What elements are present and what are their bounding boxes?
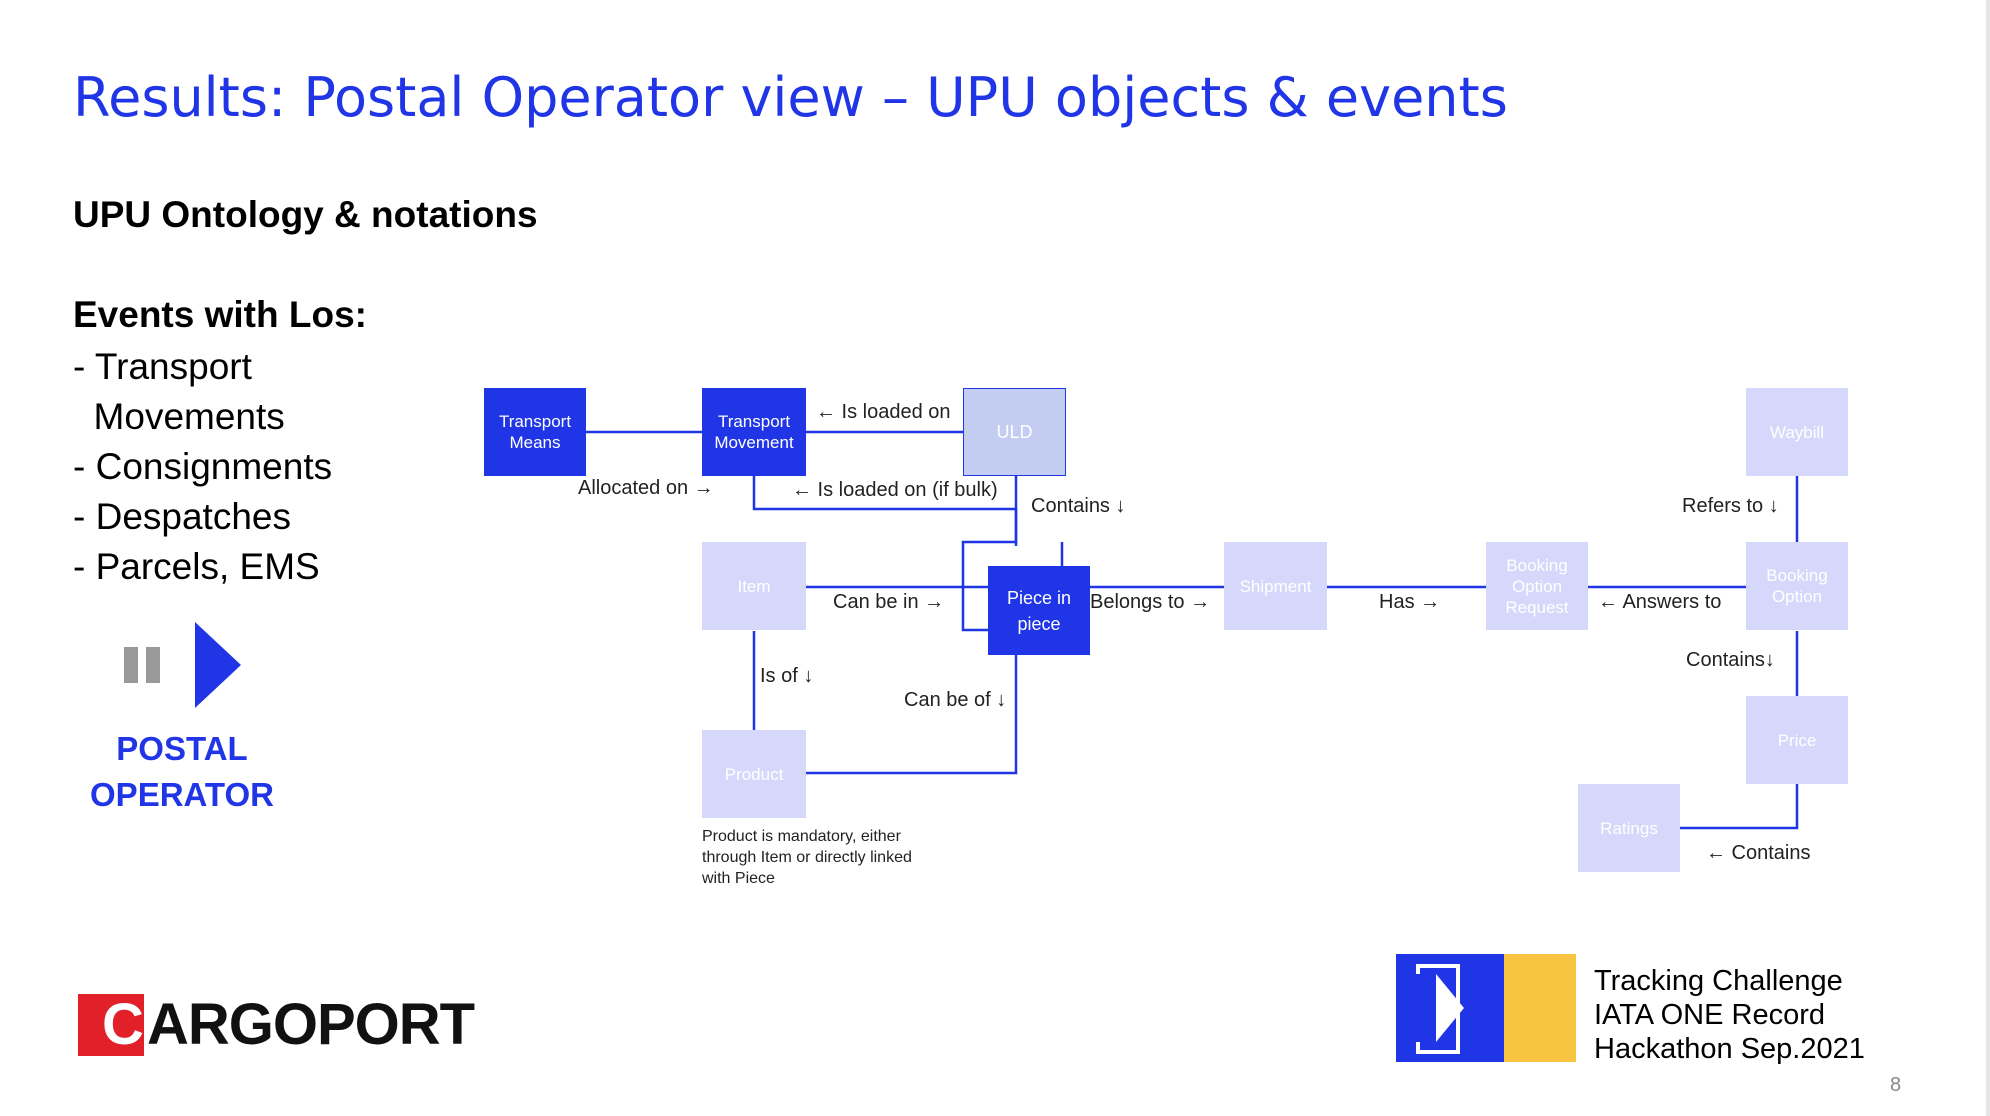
node-booking-option: Booking Option: [1746, 542, 1848, 630]
right-edge-strip: [1986, 0, 1990, 1116]
edge-label-belongs-to: Belongs to →: [1090, 591, 1211, 613]
edge-label-allocated-on: Allocated on →: [578, 477, 714, 499]
pause-play-icon: [124, 622, 241, 708]
event-item: - Parcels, EMS: [73, 546, 320, 587]
edge-label-is-loaded-on-bulk: ← Is loaded on (if bulk): [792, 479, 998, 501]
hackathon-logo: [1396, 954, 1576, 1062]
edge-label-is-loaded-on: ← Is loaded on: [816, 401, 951, 423]
cargoport-logo: C ARGOPORT: [78, 990, 475, 1060]
node-product: Product: [702, 730, 806, 818]
slide-title: Results: Postal Operator view – UPU obje…: [73, 66, 1508, 129]
edge-label-can-be-in: Can be in →: [833, 591, 945, 613]
edge-label-answers-to: ← Answers to: [1598, 591, 1722, 613]
node-price: Price: [1746, 696, 1848, 784]
event-item: - Despatches: [73, 496, 291, 537]
event-item: - Consignments: [73, 446, 333, 487]
slide-subtitle: UPU Ontology & notations: [73, 194, 538, 235]
hackathon-caption: Tracking Challenge IATA ONE Record Hacka…: [1594, 965, 1865, 1065]
edge-label-has: Has →: [1379, 591, 1441, 613]
events-heading: Events with Los:: [73, 294, 367, 335]
connector-product-piece: [806, 655, 1018, 775]
node-waybill: Waybill: [1746, 388, 1848, 476]
event-item: Movements: [73, 396, 285, 437]
product-note: Product is mandatory, either through Ite…: [702, 828, 912, 887]
cargoport-logo-wordmark: ARGOPORT: [147, 992, 475, 1057]
node-item: Item: [702, 542, 806, 630]
cargoport-logo-red-box: [78, 994, 144, 1056]
node-transport-movement: Transport Movement: [702, 388, 806, 476]
edge-label-is-of: Is of ↓: [760, 665, 814, 687]
event-item: - Transport: [73, 346, 252, 387]
connector-uld-piece: [961, 476, 1018, 632]
edge-label-contains-uld: Contains ↓: [1031, 495, 1126, 517]
node-ratings: Ratings: [1578, 784, 1680, 872]
postal-operator-label: POSTAL OPERATOR: [90, 730, 274, 813]
node-piece-in-piece: Piece in piece: [988, 566, 1090, 655]
node-uld: ULD: [963, 388, 1066, 476]
cargoport-logo-first-letter: C: [102, 992, 144, 1057]
edge-label-can-be-of: Can be of ↓: [904, 689, 1007, 711]
edge-label-contains-price: Contains↓: [1686, 649, 1775, 671]
edge-label-contains-ratings: ← Contains: [1706, 842, 1811, 864]
event-list: - Transport Movements - Consignments - D…: [73, 342, 332, 592]
edge-label-refers-to: Refers to ↓: [1682, 495, 1779, 517]
connector-price-ratings: [1680, 784, 1799, 830]
page-number: 8: [1890, 1074, 1902, 1096]
node-booking-option-request: Booking Option Request: [1486, 542, 1588, 630]
node-shipment: Shipment: [1224, 542, 1327, 630]
node-transport-means: Transport Means: [484, 388, 586, 476]
